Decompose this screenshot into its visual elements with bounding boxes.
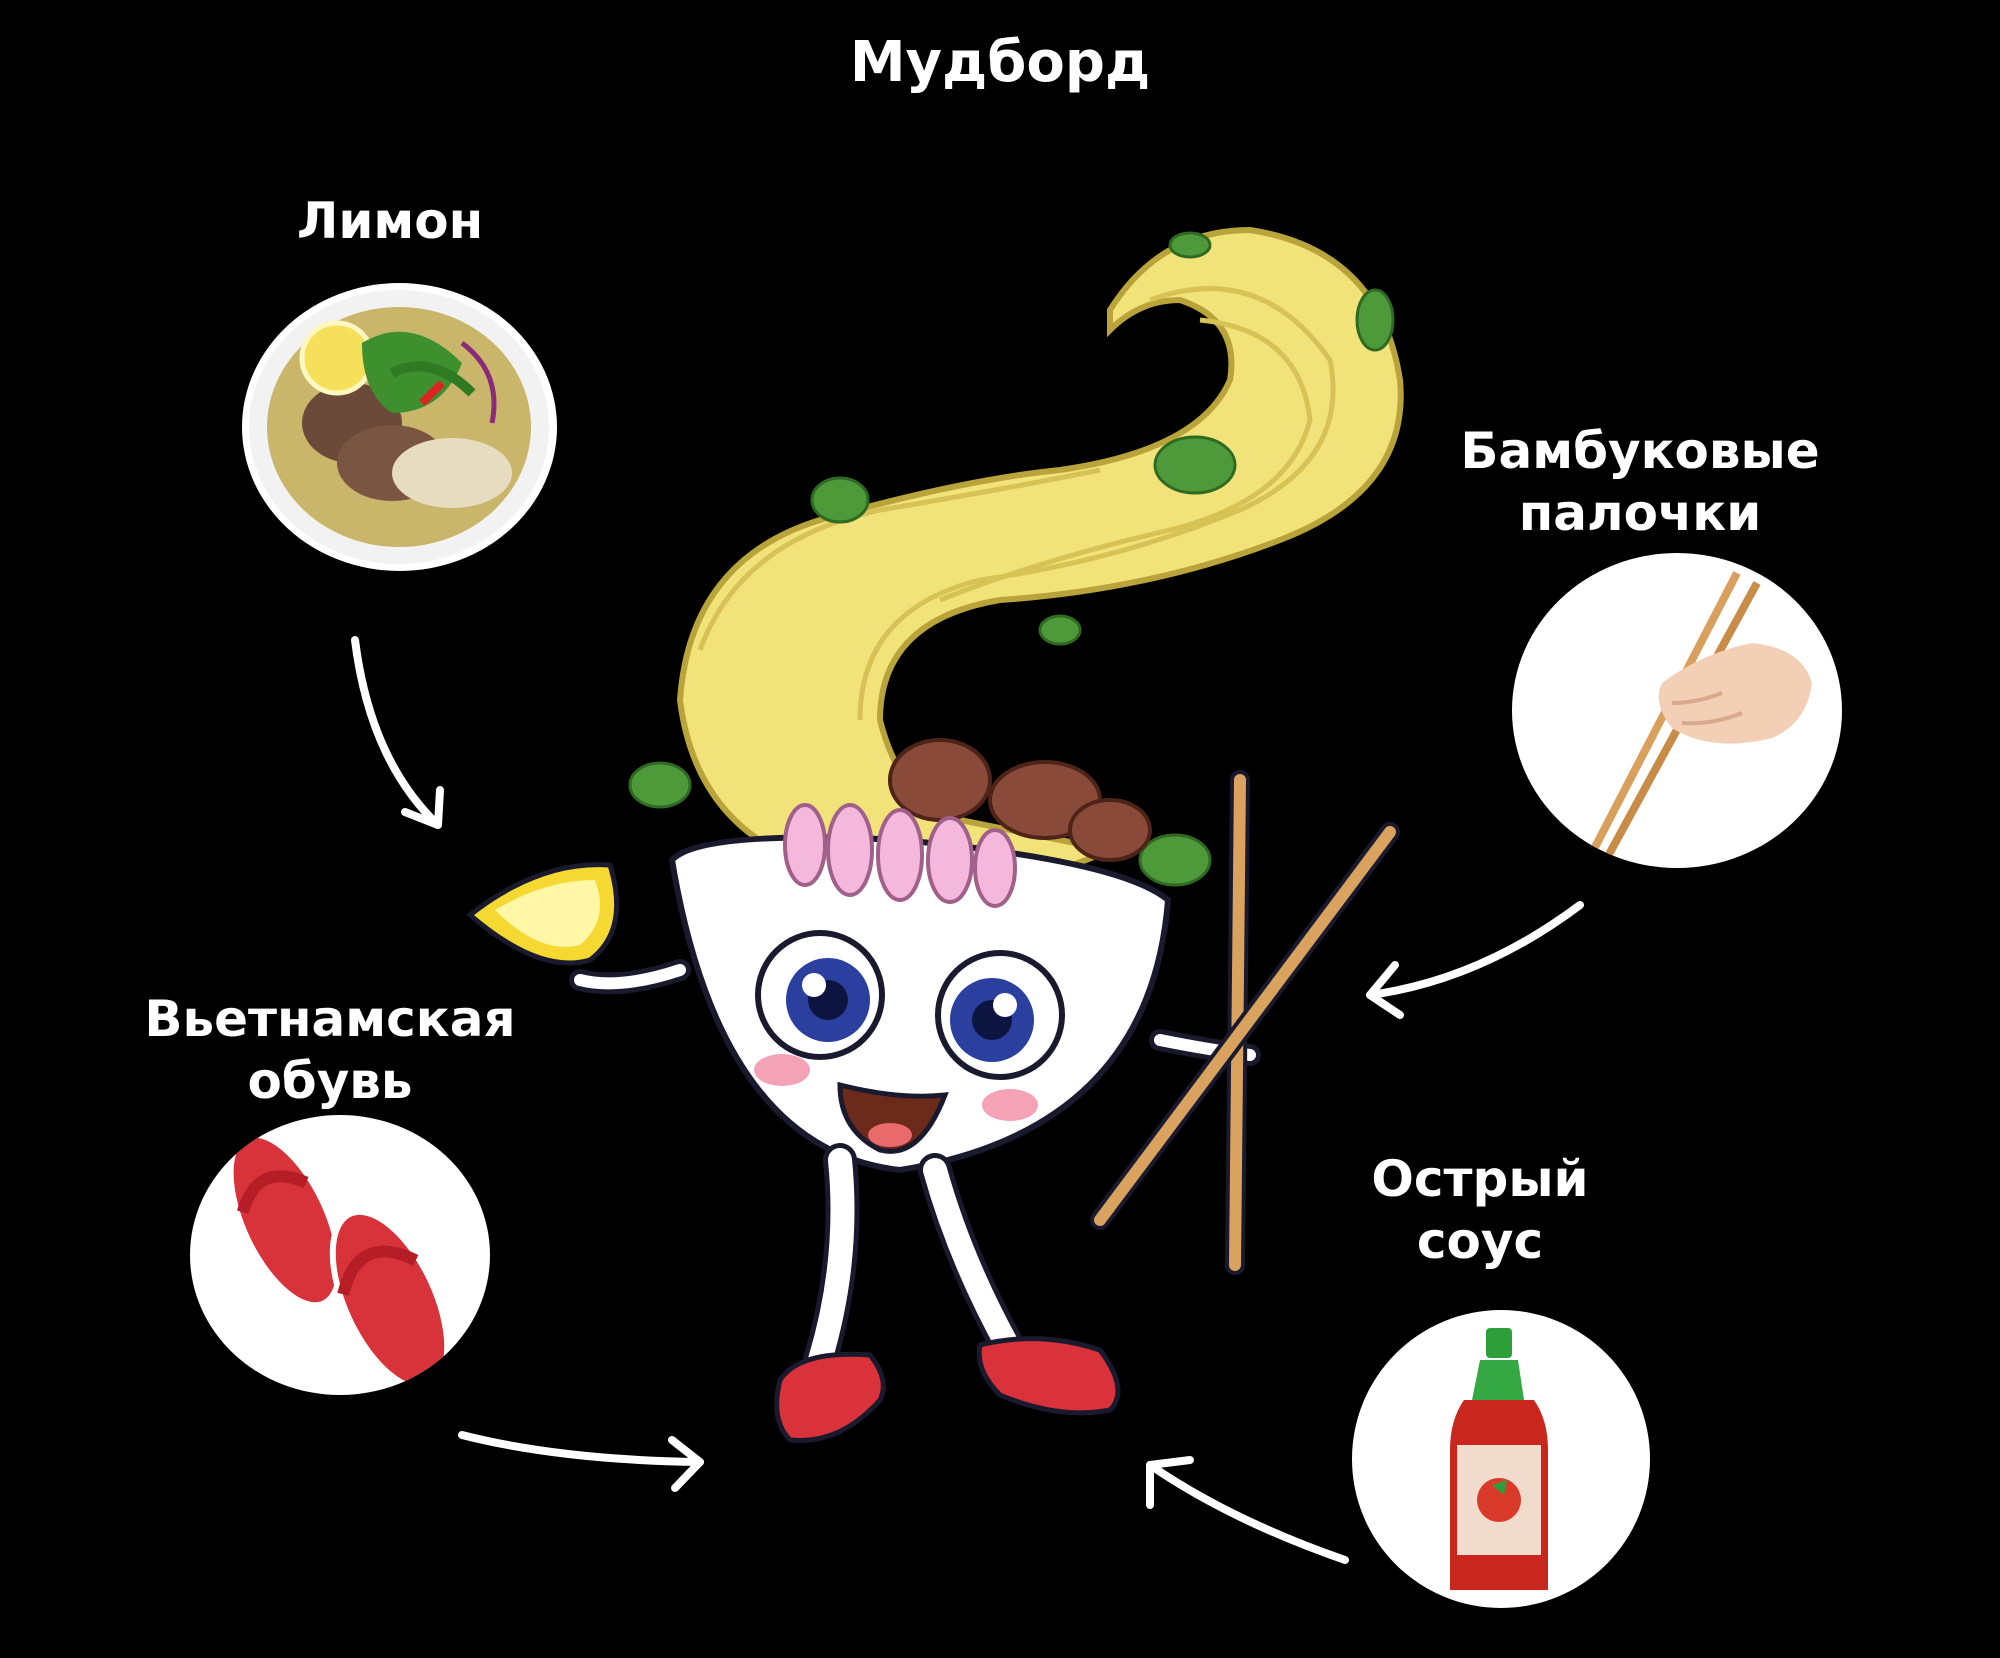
lemon-label: Лимон [296, 192, 484, 250]
chopsticks-label: Бамбуковые палочки [1460, 422, 1820, 542]
chopsticks-photo [1512, 553, 1842, 868]
footwear-label: Вьетнамская обувь [144, 990, 516, 1110]
page-title: Мудборд [849, 30, 1151, 95]
lemon-wedge [466, 862, 620, 966]
beef-slices [888, 738, 1152, 862]
sauce-label: Острый соус [1371, 1150, 1589, 1270]
pho-bowl-photo [242, 283, 557, 571]
bowl-mascot [668, 803, 1172, 1174]
sriracha-photo [1352, 1310, 1650, 1608]
held-chopsticks [1090, 770, 1400, 1275]
arrow-icon [351, 636, 1584, 1564]
mascot-sandals [774, 1336, 1121, 1443]
herb-leaves [628, 231, 1395, 887]
